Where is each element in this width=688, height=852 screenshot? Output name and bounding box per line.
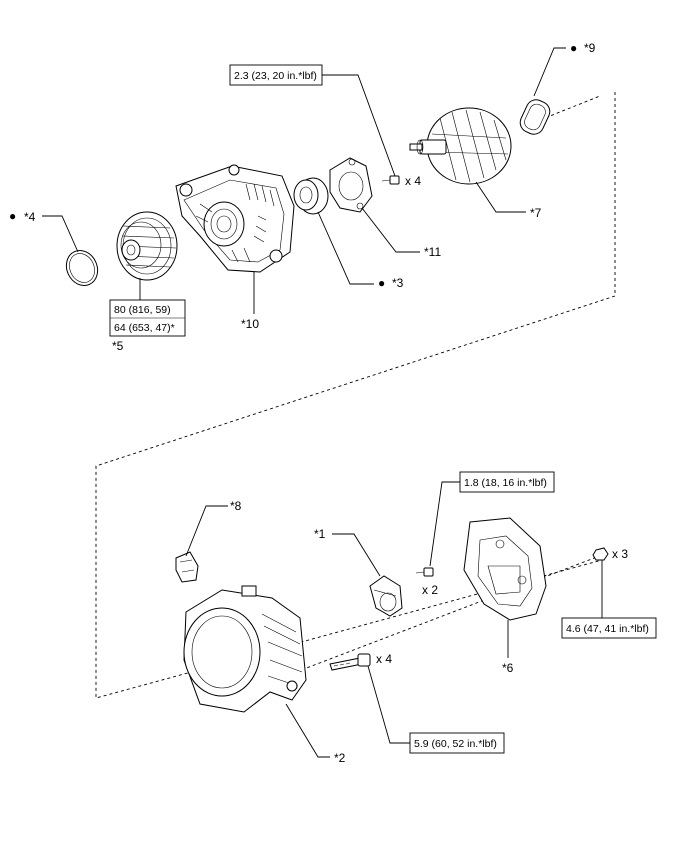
cover-nut xyxy=(592,547,609,561)
torque-box-brush-screw: 1.8 (18, 16 in.*lbf) xyxy=(459,471,555,493)
torque-box-rotor-screw: 2.3 (23, 20 in.*lbf) xyxy=(229,64,323,86)
bullet-9: ● xyxy=(570,41,577,55)
torque-box-cover-nut: 4.6 (47, 41 in.*lbf) xyxy=(561,617,657,639)
qty-through-bolts: x 4 xyxy=(376,652,392,666)
part-11-retainer-plate xyxy=(329,157,373,213)
qty-cover-nuts: x 3 xyxy=(612,547,628,561)
part-8-terminal-insulator xyxy=(175,551,199,583)
bullet-3: ● xyxy=(378,276,385,290)
torque-through-bolt: 5.9 (60, 52 in.*lbf) xyxy=(414,738,497,750)
callout-5: *5 xyxy=(112,339,124,353)
rotor-screw xyxy=(381,175,400,185)
alignment-line-upper xyxy=(539,95,601,121)
callout-8: *8 xyxy=(230,499,242,513)
part-4-o-ring xyxy=(65,249,99,287)
torque-pulley-2: 64 (653, 47)* xyxy=(114,322,175,334)
callout-10: *10 xyxy=(241,317,259,331)
part-7-rotor xyxy=(409,107,512,185)
bullet-4: ● xyxy=(9,209,16,223)
assembly-alignment-outline xyxy=(95,92,616,699)
callout-9: *9 xyxy=(584,41,596,55)
through-bolt xyxy=(329,653,371,671)
callout-4: *4 xyxy=(24,210,36,224)
callout-7: *7 xyxy=(530,206,542,220)
part-9-o-ring xyxy=(519,99,551,135)
part-3-bearing xyxy=(293,177,329,215)
part-10-drive-end-frame xyxy=(175,164,295,273)
callout-6: *6 xyxy=(502,661,514,675)
part-1-brush-holder xyxy=(369,575,403,617)
torque-box-pulley: 80 (816, 59) 64 (653, 47)* xyxy=(109,299,186,337)
callout-2: *2 xyxy=(334,751,346,765)
part-5-pulley xyxy=(116,211,178,281)
leader-lines xyxy=(42,47,603,758)
qty-brush-screws: x 2 xyxy=(422,583,438,597)
callout-1: *1 xyxy=(314,527,326,541)
callout-11: *11 xyxy=(424,245,441,259)
qty-rotor-screws: x 4 xyxy=(405,174,421,188)
torque-box-through-bolt: 5.9 (60, 52 in.*lbf) xyxy=(409,732,505,754)
torque-pulley-1: 80 (816, 59) xyxy=(114,304,171,316)
part-6-rear-cover xyxy=(463,517,547,621)
alignment-line-lower xyxy=(295,551,611,673)
brush-screw xyxy=(415,567,434,577)
callout-3: *3 xyxy=(392,276,404,290)
torque-rotor-screw: 2.3 (23, 20 in.*lbf) xyxy=(234,70,317,82)
torque-cover-nut: 4.6 (47, 41 in.*lbf) xyxy=(566,623,649,635)
part-2-rectifier-end-frame xyxy=(183,585,307,713)
torque-brush-screw: 1.8 (18, 16 in.*lbf) xyxy=(464,477,547,489)
